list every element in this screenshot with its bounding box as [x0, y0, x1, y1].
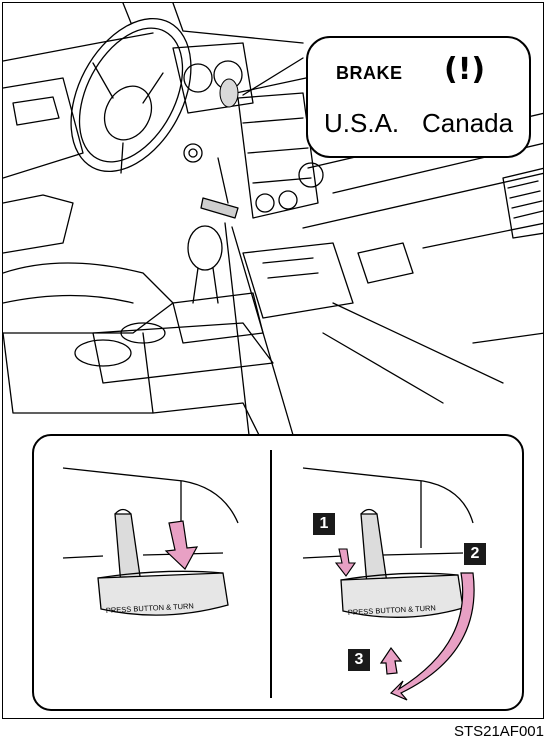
figure-code: STS21AF001 — [454, 723, 544, 740]
detail-panel — [33, 435, 523, 710]
step-1-badge: 1 — [313, 513, 335, 535]
illustration-frame: PRESS BUTTON & TURN PRESS BUTTON & TURN … — [2, 2, 544, 719]
brake-warning-icon: (!) — [444, 52, 485, 87]
region-usa-label: U.S.A. — [324, 108, 399, 139]
step-2-badge: 2 — [464, 543, 486, 565]
region-canada-label: Canada — [422, 108, 513, 139]
brake-label: BRAKE — [336, 63, 403, 84]
step-3-badge: 3 — [348, 649, 370, 671]
brake-indicator-callout: BRAKE (!) U.S.A. Canada — [306, 36, 531, 158]
